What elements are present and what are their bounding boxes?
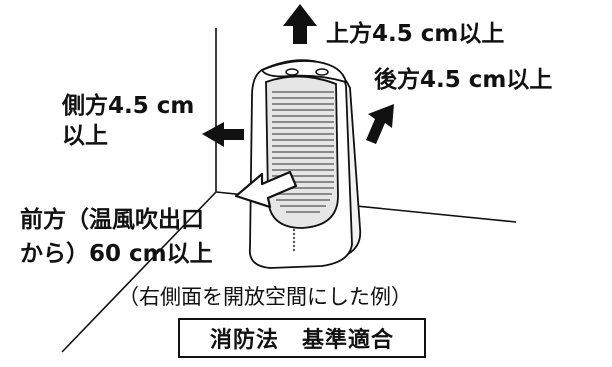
heater-grille-slats — [272, 91, 334, 213]
up-arrow-icon — [283, 4, 317, 44]
fire-law-compliance-box: 消防法 基準適合 — [178, 318, 426, 358]
front-arrow-icon — [234, 170, 298, 209]
heater-top-cap — [260, 60, 348, 84]
right-knob-icon — [315, 68, 329, 76]
compliance-label: 消防法 基準適合 — [209, 328, 394, 353]
heater-indicator-dots — [292, 228, 296, 252]
back-clearance-label: 後方4.5 cm以上 — [374, 67, 553, 93]
front-clearance-label-line2: から）60 cm以上 — [20, 241, 213, 267]
side-clearance-label-line2: 以上 — [62, 123, 108, 149]
back-arrow-icon — [366, 104, 394, 144]
left-knob-icon — [285, 68, 299, 76]
example-caption: （右側面を開放空間にした例） — [118, 285, 412, 309]
side-clearance-label-line1: 側方4.5 cm — [62, 93, 195, 119]
front-clearance-label-line1: 前方（温風吹出口 — [20, 207, 204, 233]
heater-top-knobs — [285, 68, 329, 76]
floor-left-line — [61, 191, 217, 353]
top-clearance-label: 上方4.5 cm以上 — [326, 21, 505, 47]
left-arrow-icon — [202, 122, 244, 147]
clearance-arrows — [202, 4, 394, 147]
